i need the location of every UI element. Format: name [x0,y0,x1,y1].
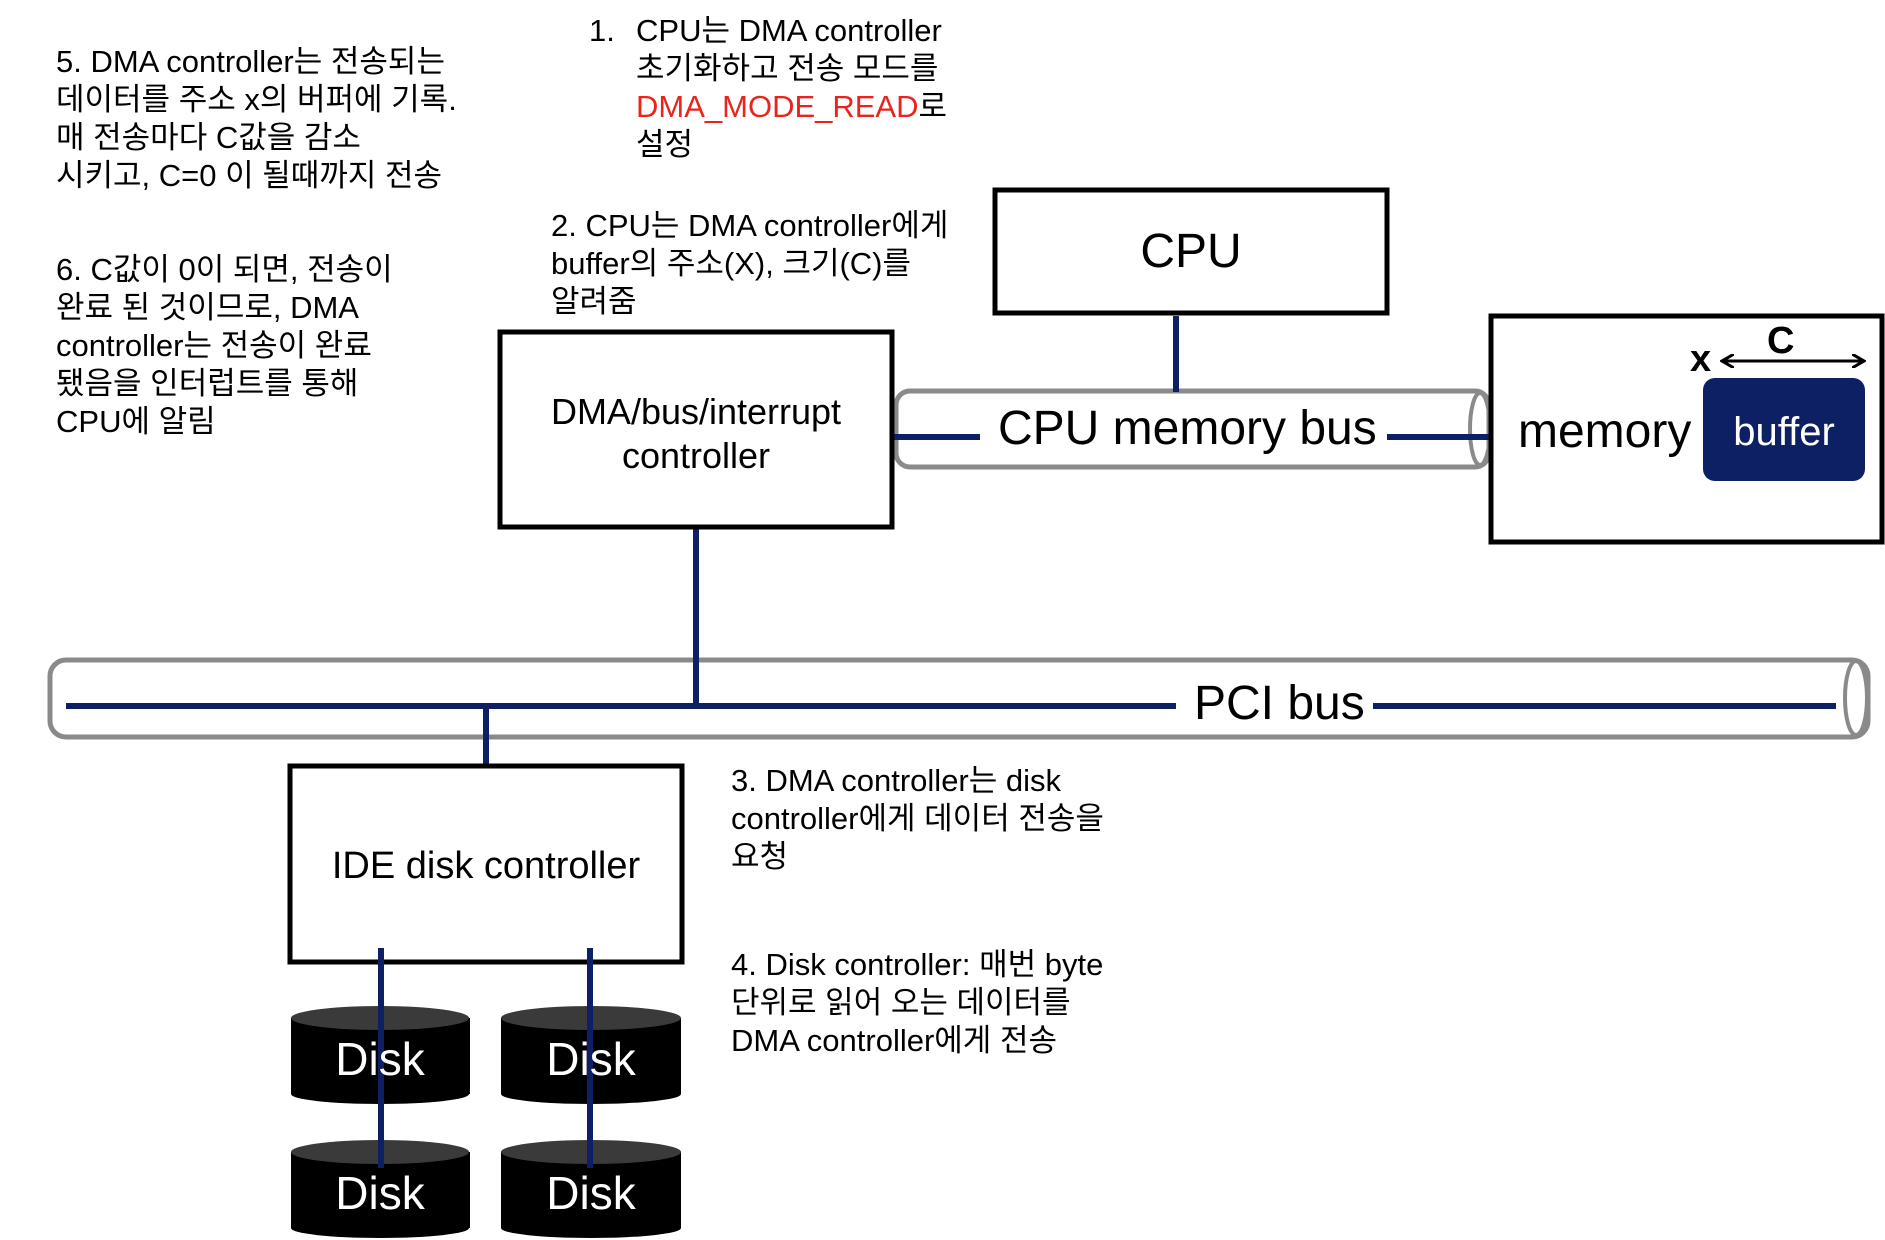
step1-number: 1. [589,13,615,48]
disk-lines [378,948,593,1168]
step5-note: 5. DMA controller는 전송되는 데이터를 주소 x의 버퍼에 기… [56,43,457,195]
note-line: 데이터를 주소 x의 버퍼에 기록. [56,82,457,117]
step4-note: 4. Disk controller: 매번 byte 단위로 읽어 오는 데이… [731,946,1103,1060]
dma-controller-box [497,329,895,530]
dma-controller-label-line: DMA/bus/interrupt [550,391,842,432]
step3-note: 3. DMA controller는 disk controller에게 데이터… [731,762,1104,876]
dma-mode-read-highlight: DMA_MODE_READ [636,89,919,124]
note-line: 3. DMA controller는 disk [731,763,1062,798]
disk-label: Disk [546,1167,636,1219]
note-line: 요청 [731,839,789,874]
cpu-box [992,187,1390,316]
note-line: 4. Disk controller: 매번 byte [731,947,1104,982]
ide-controller-box [287,763,685,965]
note-line: DMA_MODE_READ로 [636,88,947,126]
note-line: 완료 된 것이므로, DMA [56,290,359,325]
note-text: 로 [918,89,948,124]
dma-controller-label: DMA/bus/interrupt controller [551,390,841,478]
disk-label: Disk [335,1033,425,1085]
note-line: 설정 [636,127,694,162]
note-line: 6. C값이 0이 되면, 전송이 [56,252,393,287]
step6-note: 6. C값이 0이 되면, 전송이 완료 된 것이므로, DMA control… [56,251,393,441]
buffer-size-label: C [1767,320,1795,362]
note-line: controller는 전송이 완료 [56,328,372,363]
note-line: DMA controller에게 전송 [731,1023,1057,1058]
buffer-box [1703,378,1865,481]
note-line: controller에게 데이터 전송을 [731,801,1104,836]
pci-bus-tube [47,657,1871,740]
cpu-label: CPU [1140,225,1242,278]
dma-controller-label-line: controller [621,435,771,476]
note-line: buffer의 주소(X), 크기(C)를 [551,246,912,281]
step1-note: CPU는 DMA controller 초기화하고 전송 모드를 DMA_MOD… [636,12,947,164]
note-line: CPU에 알림 [56,404,216,439]
note-line: CPU는 DMA controller [636,13,942,48]
ide-controller-label: IDE disk controller [331,845,641,887]
note-line: 2. CPU는 DMA controller에게 [551,208,949,243]
bus-lines [66,316,1836,766]
note-line: 시키고, C=0 이 될때까지 전송 [56,158,442,193]
note-line: 됐음을 인터럽트를 통해 [56,366,359,401]
note-line: 매 전송마다 C값을 감소 [56,120,361,155]
note-line: 초기화하고 전송 모드를 [636,51,939,86]
buffer-label: buffer [1733,410,1835,454]
note-line: 5. DMA controller는 전송되는 [56,44,445,79]
note-line: 알려줌 [551,284,637,319]
pci-bus-label: PCI bus [1186,680,1373,728]
disk-label: Disk [546,1033,636,1085]
step2-note: 2. CPU는 DMA controller에게 buffer의 주소(X), … [551,207,948,321]
buffer-address-label: x [1690,338,1712,380]
cpu-memory-bus-label: CPU memory bus [990,405,1385,453]
disk-label: Disk [335,1167,425,1219]
memory-label: memory [1518,405,1692,458]
note-line: 단위로 읽어 오는 데이터를 [731,985,1071,1020]
